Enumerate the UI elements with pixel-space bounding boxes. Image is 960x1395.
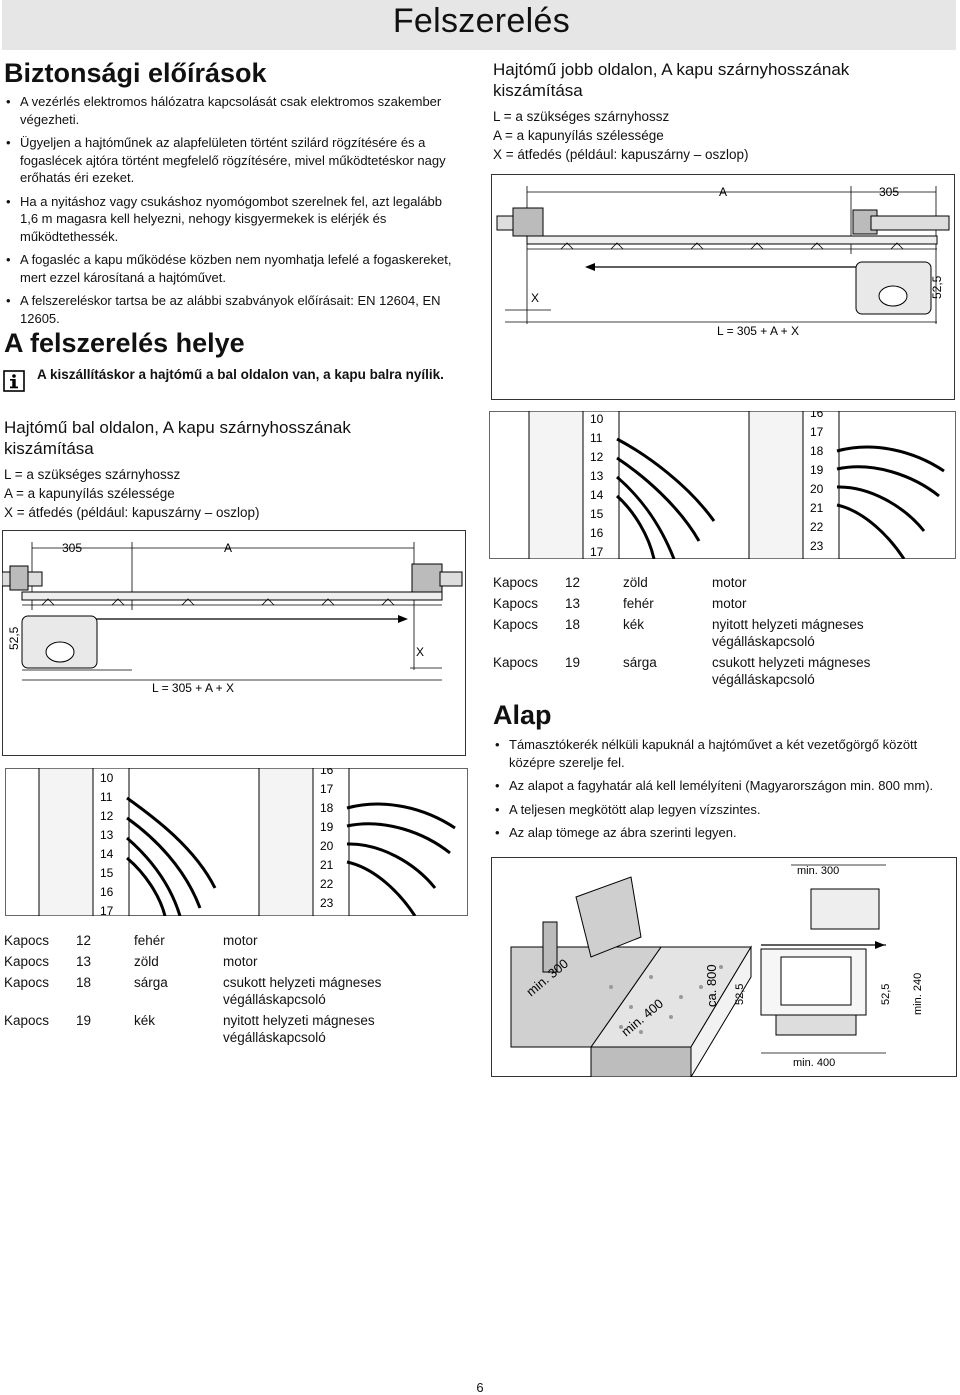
info-icon bbox=[3, 370, 25, 392]
svg-text:14: 14 bbox=[100, 847, 114, 861]
terminal-block-a: 10 11 12 13 14 15 16 17 bbox=[528, 411, 716, 559]
svg-text:22: 22 bbox=[320, 877, 334, 891]
def-X: X = átfedés (például: kapuszárny – oszlo… bbox=[4, 505, 260, 520]
right-gate-diagram: A 305 52,5 X L = 305 + A + X bbox=[491, 174, 955, 400]
foundation-heading: Alap bbox=[493, 700, 552, 730]
safety-item: Ha a nyitáshoz vagy csukáshoz nyomógombo… bbox=[4, 193, 459, 246]
length-formula: L = 305 + A + X bbox=[152, 681, 234, 695]
foundation-item: A teljesen megkötött alap legyen vízszin… bbox=[493, 801, 948, 819]
terminal-block-a: 10 11 12 13 14 15 16 17 bbox=[38, 768, 217, 916]
dim-min300-top: min. 300 bbox=[797, 865, 839, 877]
svg-text:12: 12 bbox=[100, 809, 114, 823]
dim-305: 305 bbox=[62, 541, 82, 555]
svg-text:19: 19 bbox=[320, 820, 334, 834]
svg-text:13: 13 bbox=[100, 828, 114, 842]
safety-item: Ügyeljen a hajtóműnek az alapfelületen t… bbox=[4, 134, 459, 187]
svg-text:23: 23 bbox=[320, 896, 334, 910]
dim-305: 305 bbox=[879, 185, 899, 199]
svg-text:16: 16 bbox=[320, 768, 334, 777]
svg-text:17: 17 bbox=[810, 425, 824, 439]
svg-text:22: 22 bbox=[810, 520, 824, 534]
dim-A: A bbox=[719, 185, 727, 199]
svg-text:11: 11 bbox=[590, 431, 603, 445]
svg-text:18: 18 bbox=[320, 801, 334, 815]
foundation-list: Támasztókerék nélküli kapuknál a hajtómű… bbox=[493, 736, 948, 848]
svg-text:10: 10 bbox=[590, 412, 604, 426]
def-L: L = a szükséges szárnyhossz bbox=[4, 467, 181, 482]
safety-list: A vezérlés elektromos hálózatra kapcsolá… bbox=[4, 93, 459, 333]
safety-heading: Biztonsági előírások bbox=[4, 58, 267, 88]
svg-text:20: 20 bbox=[320, 839, 334, 853]
dim-52: 52,5 bbox=[930, 275, 944, 299]
def-X: X = átfedés (például: kapuszárny – oszlo… bbox=[493, 147, 749, 162]
dim-52-b: 52,5 bbox=[880, 984, 892, 1005]
svg-text:21: 21 bbox=[320, 858, 334, 872]
svg-text:12: 12 bbox=[590, 450, 604, 464]
safety-item: A vezérlés elektromos hálózatra kapcsolá… bbox=[4, 93, 459, 128]
dim-52-a: 52,5 bbox=[734, 984, 746, 1005]
safety-item: A felszereléskor tartsa be az alábbi sza… bbox=[4, 292, 459, 327]
foundation-item: Az alapot a fagyhatár alá kell lemélyíte… bbox=[493, 777, 948, 795]
left-gate-diagram: 305 A 52,5 X L = 305 + A + X bbox=[2, 530, 466, 756]
svg-text:15: 15 bbox=[590, 507, 604, 521]
terminal-block-b: 16 17 18 19 20 21 22 23 bbox=[258, 768, 456, 916]
length-formula: L = 305 + A + X bbox=[717, 324, 799, 338]
svg-text:21: 21 bbox=[810, 501, 824, 515]
dim-X: X bbox=[416, 645, 424, 659]
safety-item: A fogasléc a kapu működése közben nem ny… bbox=[4, 251, 459, 286]
svg-text:17: 17 bbox=[590, 545, 604, 559]
page-number: 6 bbox=[476, 1380, 484, 1395]
left-terminal-diagram: 10 11 12 13 14 15 16 17 16 17 18 19 20 2… bbox=[5, 768, 468, 916]
svg-text:13: 13 bbox=[590, 469, 604, 483]
svg-text:23: 23 bbox=[810, 539, 824, 553]
foundation-item: Az alap tömege az ábra szerinti legyen. bbox=[493, 824, 948, 842]
def-L: L = a szükséges szárnyhossz bbox=[493, 109, 670, 124]
svg-text:19: 19 bbox=[810, 463, 824, 477]
svg-text:17: 17 bbox=[320, 782, 334, 796]
dim-X: X bbox=[531, 291, 539, 305]
foundation-item: Támasztókerék nélküli kapuknál a hajtómű… bbox=[493, 736, 948, 771]
svg-text:18: 18 bbox=[810, 444, 824, 458]
dim-ca800: ca. 800 bbox=[704, 964, 719, 1007]
svg-text:20: 20 bbox=[810, 482, 824, 496]
svg-text:16: 16 bbox=[590, 526, 604, 540]
svg-text:11: 11 bbox=[100, 790, 113, 804]
svg-text:14: 14 bbox=[590, 488, 604, 502]
terminal-block-b: 16 17 18 19 20 21 22 23 bbox=[748, 411, 945, 559]
placement-heading: A felszerelés helye bbox=[4, 328, 245, 358]
svg-text:10: 10 bbox=[100, 771, 114, 785]
svg-text:17: 17 bbox=[100, 904, 114, 916]
def-A: A = a kapunyílás szélessége bbox=[493, 128, 664, 143]
right-terminal-diagram: 10 11 12 13 14 15 16 17 16 17 18 19 20 2… bbox=[489, 411, 956, 559]
left-calc-heading: Hajtómű bal oldalon, A kapu szárnyhosszá… bbox=[4, 418, 351, 458]
def-A: A = a kapunyílás szélessége bbox=[4, 486, 175, 501]
right-calc-heading: Hajtómű jobb oldalon, A kapu szárnyhossz… bbox=[493, 60, 850, 100]
header-bar bbox=[2, 0, 956, 50]
dim-A: A bbox=[224, 541, 232, 555]
foundation-diagram: min. 300 min. 400 ca. 800 min. 300 52,5 … bbox=[491, 857, 957, 1077]
svg-text:16: 16 bbox=[100, 885, 114, 899]
left-definitions: L = a szükséges szárnyhossz A = a kapuny… bbox=[4, 465, 260, 522]
dim-min240: min. 240 bbox=[912, 973, 924, 1015]
placement-note: A kiszállításkor a hajtómű a bal oldalon… bbox=[37, 367, 444, 382]
svg-text:15: 15 bbox=[100, 866, 114, 880]
page-title: Felszerelés bbox=[392, 2, 570, 40]
dim-min400-bottom: min. 400 bbox=[793, 1057, 835, 1069]
right-definitions: L = a szükséges szárnyhossz A = a kapuny… bbox=[493, 107, 749, 164]
svg-text:16: 16 bbox=[810, 411, 824, 420]
dim-52: 52,5 bbox=[7, 626, 21, 650]
